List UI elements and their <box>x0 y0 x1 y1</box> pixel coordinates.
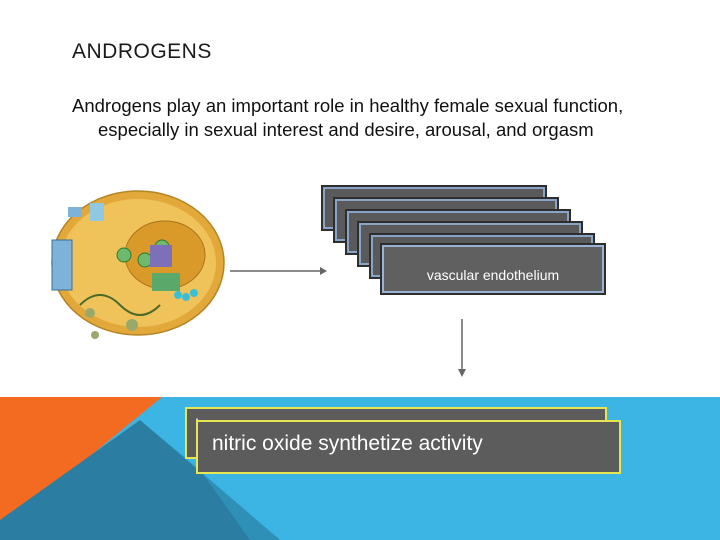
cell-illustration <box>50 185 230 345</box>
nitric-oxide-box: nitric oxide synthetize activity <box>196 420 621 474</box>
cell-diagram-image <box>50 185 230 345</box>
nitric-oxide-label: nitric oxide synthetize activity <box>212 432 483 456</box>
slide-title: ANDROGENS <box>72 40 212 64</box>
slide-body: Androgens play an important role in heal… <box>72 94 678 142</box>
arrow-down <box>456 317 468 379</box>
arrow-right <box>228 265 328 277</box>
vascular-endothelium-label: vascular endothelium <box>382 267 604 283</box>
vascular-endothelium-box: vascular endothelium <box>380 243 606 295</box>
